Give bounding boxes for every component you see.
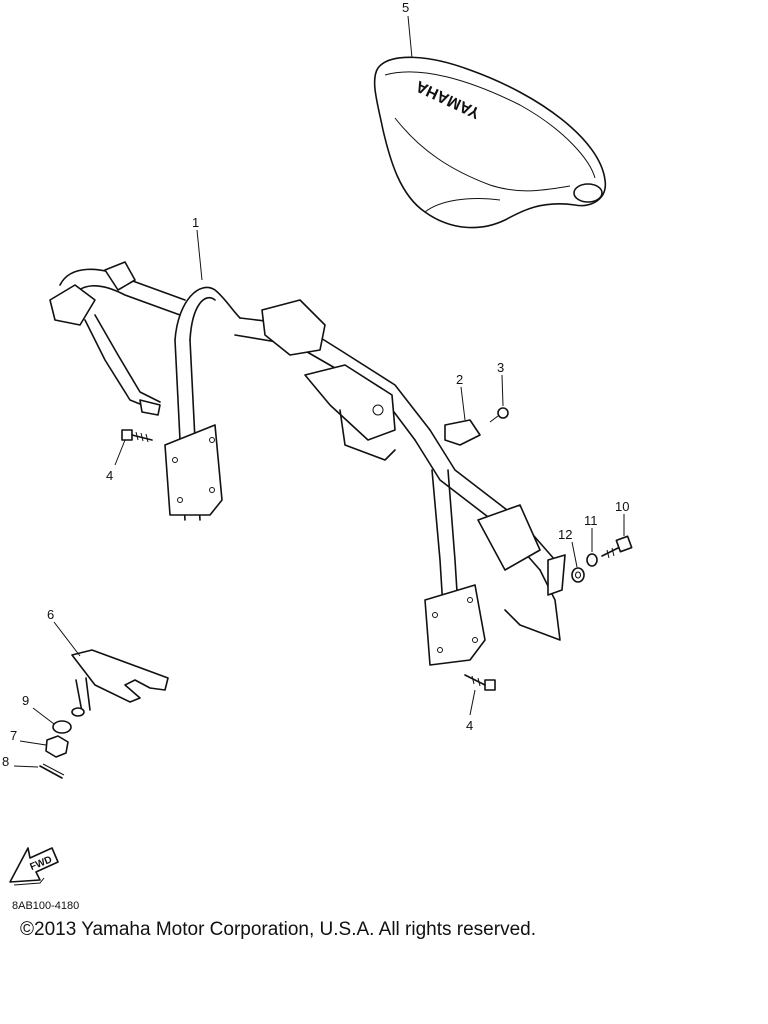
bolt-right — [464, 674, 496, 691]
clamp-part — [444, 419, 481, 446]
copyright-notice: ©2013 Yamaha Motor Corporation, U.S.A. A… — [20, 919, 536, 940]
callouts: 5 1 2 3 4 4 10 11 12 6 9 7 8 — [2, 0, 629, 769]
part-code: 8AB100-4180 — [12, 900, 80, 912]
leader-lines — [13, 15, 625, 768]
callout-10: 10 — [615, 499, 629, 514]
seat-cushion: YAMAHA — [373, 56, 606, 229]
bolt-left — [121, 429, 153, 443]
cotter-pin-8 — [39, 763, 65, 779]
washer-11 — [586, 553, 598, 567]
callout-9: 9 — [22, 693, 29, 708]
callout-4-right: 4 — [466, 718, 473, 733]
mounting-bracket — [71, 649, 169, 717]
callout-4-left: 4 — [106, 468, 113, 483]
small-bolt — [489, 407, 509, 423]
callout-6: 6 — [47, 607, 54, 622]
callout-2: 2 — [456, 372, 463, 387]
callout-3: 3 — [497, 360, 504, 375]
callout-11: 11 — [584, 513, 598, 528]
callout-1: 1 — [192, 215, 199, 230]
callout-8: 8 — [2, 754, 9, 769]
bolt-10 — [601, 535, 633, 559]
fwd-arrow-icon: FWD — [9, 847, 59, 886]
callout-7: 7 — [10, 728, 17, 743]
callout-5: 5 — [402, 0, 409, 15]
nut-7 — [45, 735, 69, 758]
handlebar-frame — [49, 261, 566, 666]
washer-9 — [52, 720, 72, 734]
nut-12 — [571, 567, 585, 583]
callout-12: 12 — [558, 527, 572, 542]
